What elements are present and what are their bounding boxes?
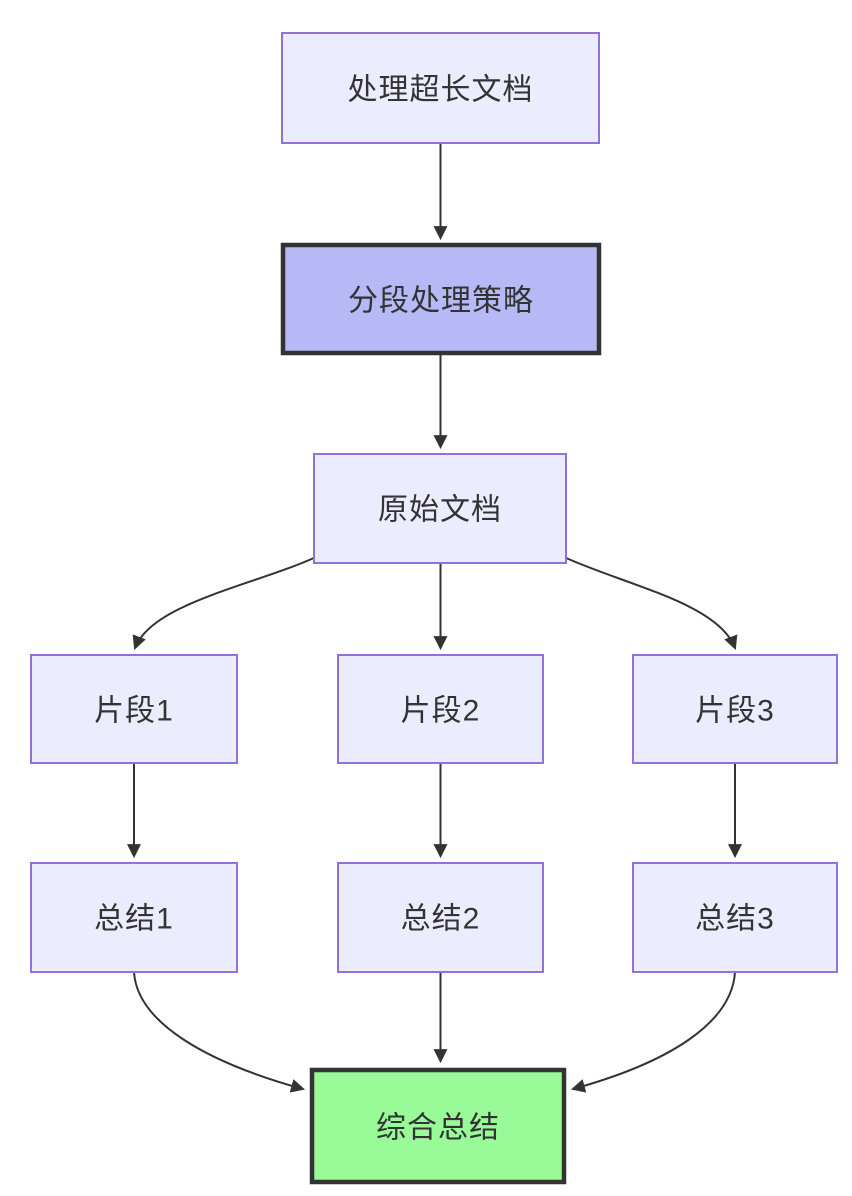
node-original-doc-box: [313, 453, 567, 564]
node-summary-1-label: 总结1: [94, 903, 174, 936]
node-fragment-3-box: [632, 654, 838, 764]
node-process-long-doc: 处理超长文档: [281, 32, 600, 144]
node-segment-strategy-label: 分段处理策略: [348, 285, 534, 318]
node-summary-2: 总结2: [337, 862, 544, 973]
edge-E1-to-F: [133, 971, 306, 1093]
node-fragment-2-box: [337, 654, 544, 764]
node-original-doc-label: 原始文档: [378, 494, 502, 527]
node-summary-2-box: [337, 862, 544, 973]
node-final-summary-box: [309, 1067, 567, 1185]
node-original-doc: 原始文档: [313, 453, 567, 564]
edge-C-to-D3: [563, 556, 738, 650]
edge-E3-to-F: [570, 971, 736, 1093]
node-fragment-2-label: 片段2: [401, 695, 481, 728]
node-fragment-1: 片段1: [30, 654, 238, 764]
node-summary-3-box: [632, 862, 838, 973]
node-segment-strategy-box: [280, 242, 602, 356]
node-summary-3: 总结3: [632, 862, 838, 973]
node-fragment-1-label: 片段1: [94, 695, 174, 728]
edges-layer: [127, 143, 742, 1093]
node-final-summary-label: 综合总结: [376, 1112, 500, 1145]
node-fragment-3: 片段3: [632, 654, 838, 764]
node-summary-3-label: 总结3: [695, 903, 775, 936]
node-process-long-doc-box: [281, 32, 600, 144]
node-fragment-3-label: 片段3: [695, 695, 775, 728]
nodes-layer: 处理超长文档 分段处理策略 原始文档 片段1 片段2 片段3: [30, 32, 838, 1185]
node-process-long-doc-label: 处理超长文档: [348, 74, 534, 107]
node-fragment-1-box: [30, 654, 238, 764]
edge-C-to-D1: [132, 556, 317, 650]
node-summary-1: 总结1: [30, 862, 238, 973]
node-summary-1-box: [30, 862, 238, 973]
node-final-summary: 综合总结: [309, 1067, 567, 1185]
node-segment-strategy: 分段处理策略: [280, 242, 602, 356]
node-summary-2-label: 总结2: [401, 903, 481, 936]
node-fragment-2: 片段2: [337, 654, 544, 764]
